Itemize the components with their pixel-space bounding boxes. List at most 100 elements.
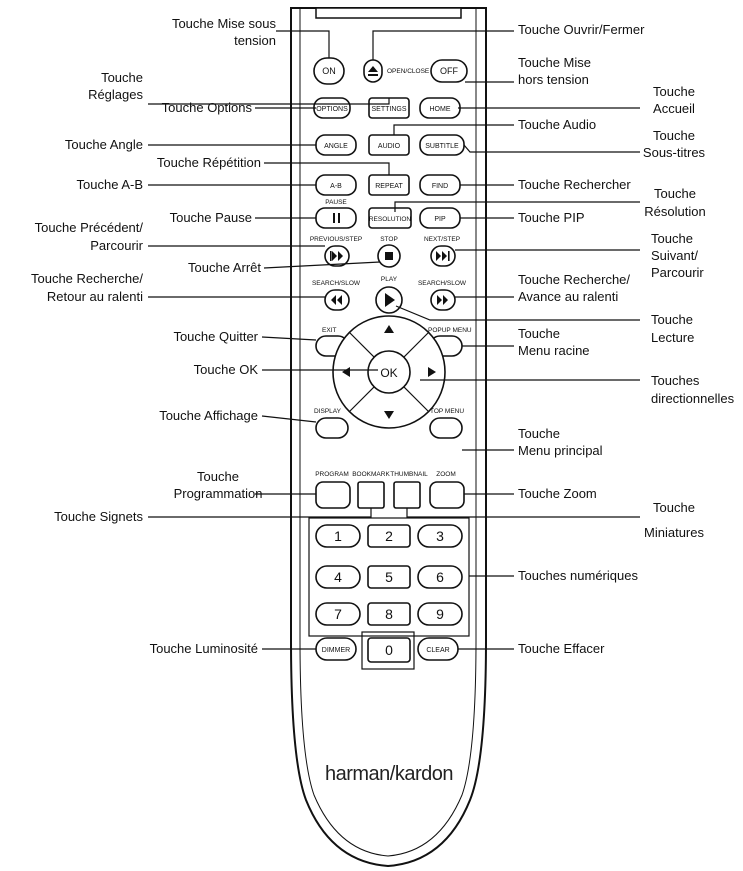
search-slow-left-caption: SEARCH/SLOW bbox=[312, 280, 361, 287]
pause-caption: PAUSE bbox=[325, 199, 347, 206]
label-pause: Touche Pause bbox=[170, 210, 252, 225]
svg-text:HOME: HOME bbox=[430, 106, 451, 113]
svg-text:OK: OK bbox=[380, 366, 397, 380]
off-button[interactable]: OFF bbox=[430, 59, 468, 83]
options-button[interactable]: OPTIONS bbox=[313, 97, 351, 119]
display-button[interactable] bbox=[315, 417, 349, 439]
numeric-key-5[interactable]: 5 bbox=[367, 565, 411, 589]
svg-text:0: 0 bbox=[385, 642, 393, 658]
bookmark-button[interactable] bbox=[357, 481, 385, 509]
leader-lines bbox=[148, 30, 640, 650]
skip-forward-icon bbox=[436, 251, 450, 261]
numeric-key-1[interactable]: 1 bbox=[315, 524, 361, 548]
exit-caption: EXIT bbox=[322, 327, 336, 334]
label-stop: Touche Arrêt bbox=[188, 260, 261, 275]
numeric-key-6[interactable]: 6 bbox=[417, 565, 463, 589]
label-previous: Touche Précédent/Parcourir bbox=[35, 220, 144, 253]
numeric-key-3[interactable]: 3 bbox=[417, 524, 463, 548]
brand-logo: harman/kardon bbox=[325, 763, 453, 785]
top-menu-button[interactable] bbox=[429, 417, 463, 439]
play-caption: PLAY bbox=[381, 276, 398, 283]
rewind-icon bbox=[331, 295, 342, 305]
svg-text:A-B: A-B bbox=[330, 183, 342, 190]
numeric-key-4[interactable]: 4 bbox=[315, 565, 361, 589]
angle-button[interactable]: ANGLE bbox=[315, 134, 357, 156]
svg-text:FIND: FIND bbox=[432, 183, 448, 190]
svg-text:3: 3 bbox=[436, 528, 444, 544]
label-search-fwd: Touche Recherche/Avance au ralenti bbox=[518, 272, 630, 304]
label-display: Touche Affichage bbox=[159, 408, 258, 423]
thumbnail-button[interactable] bbox=[393, 481, 421, 509]
svg-text:8: 8 bbox=[385, 606, 393, 622]
search-slow-right-caption: SEARCH/SLOW bbox=[418, 280, 467, 287]
numeric-key-0[interactable]: 0 bbox=[367, 637, 411, 663]
program-button[interactable] bbox=[315, 481, 351, 509]
svg-text:SETTINGS: SETTINGS bbox=[371, 106, 406, 113]
numeric-key-2[interactable]: 2 bbox=[367, 524, 411, 548]
label-open-close: Touche Ouvrir/Fermer bbox=[518, 22, 645, 37]
svg-text:CLEAR: CLEAR bbox=[426, 647, 449, 654]
numeric-key-7[interactable]: 7 bbox=[315, 602, 361, 626]
ab-button[interactable]: A-B bbox=[315, 174, 357, 196]
repeat-button[interactable]: REPEAT bbox=[368, 174, 410, 196]
label-search-back: Touche Recherche/Retour au ralenti bbox=[31, 271, 143, 304]
play-button[interactable] bbox=[375, 286, 403, 314]
popup-menu-caption: POPUP MENU bbox=[428, 327, 472, 334]
svg-text:ON: ON bbox=[322, 66, 336, 76]
next-step-caption: NEXT/STEP bbox=[424, 236, 460, 243]
on-button[interactable]: ON bbox=[313, 57, 345, 85]
numeric-key-8[interactable]: 8 bbox=[367, 602, 411, 626]
svg-text:ANGLE: ANGLE bbox=[324, 143, 348, 150]
label-numeric: Touches numériques bbox=[518, 568, 638, 583]
pause-button[interactable] bbox=[315, 207, 357, 229]
arrow-down-icon[interactable] bbox=[384, 411, 394, 419]
settings-button[interactable]: SETTINGS bbox=[368, 97, 410, 119]
svg-text:7: 7 bbox=[334, 606, 342, 622]
rewind-button[interactable] bbox=[324, 289, 350, 311]
svg-text:9: 9 bbox=[436, 606, 444, 622]
eject-icon bbox=[368, 66, 378, 76]
next-button[interactable] bbox=[430, 245, 456, 267]
ok-button[interactable]: OK bbox=[367, 350, 411, 394]
label-find: Touche Rechercher bbox=[518, 177, 631, 192]
clear-button[interactable]: CLEAR bbox=[417, 637, 459, 661]
stop-button[interactable] bbox=[377, 244, 401, 268]
svg-text:1: 1 bbox=[334, 528, 342, 544]
top-menu-caption: TOP MENU bbox=[430, 408, 464, 415]
open-close-caption: OPEN/CLOSE bbox=[387, 68, 430, 75]
arrow-up-icon[interactable] bbox=[384, 325, 394, 333]
pip-button[interactable]: PIP bbox=[419, 207, 461, 229]
open-close-button[interactable] bbox=[363, 59, 383, 83]
home-button[interactable]: HOME bbox=[419, 97, 461, 119]
arrow-right-icon[interactable] bbox=[428, 367, 436, 377]
audio-button[interactable]: AUDIO bbox=[368, 134, 410, 156]
svg-text:PIP: PIP bbox=[434, 216, 446, 223]
fast-forward-button[interactable] bbox=[430, 289, 456, 311]
dimmer-button[interactable]: DIMMER bbox=[315, 637, 357, 661]
label-audio: Touche Audio bbox=[518, 117, 596, 132]
play-icon bbox=[385, 293, 395, 307]
resolution-button[interactable]: RESOLUTION bbox=[368, 207, 412, 229]
label-ok: Touche OK bbox=[194, 362, 259, 377]
label-clear: Touche Effacer bbox=[518, 641, 605, 656]
subtitle-button[interactable]: SUBTITLE bbox=[419, 134, 465, 156]
fast-forward-icon bbox=[437, 295, 448, 305]
pause-icon bbox=[333, 213, 340, 223]
label-angle: Touche Angle bbox=[65, 137, 143, 152]
zoom-button[interactable] bbox=[429, 481, 465, 509]
zero-key-frame bbox=[361, 631, 415, 670]
previous-button[interactable] bbox=[324, 245, 350, 267]
numeric-key-9[interactable]: 9 bbox=[417, 602, 463, 626]
find-button[interactable]: FIND bbox=[419, 174, 461, 196]
